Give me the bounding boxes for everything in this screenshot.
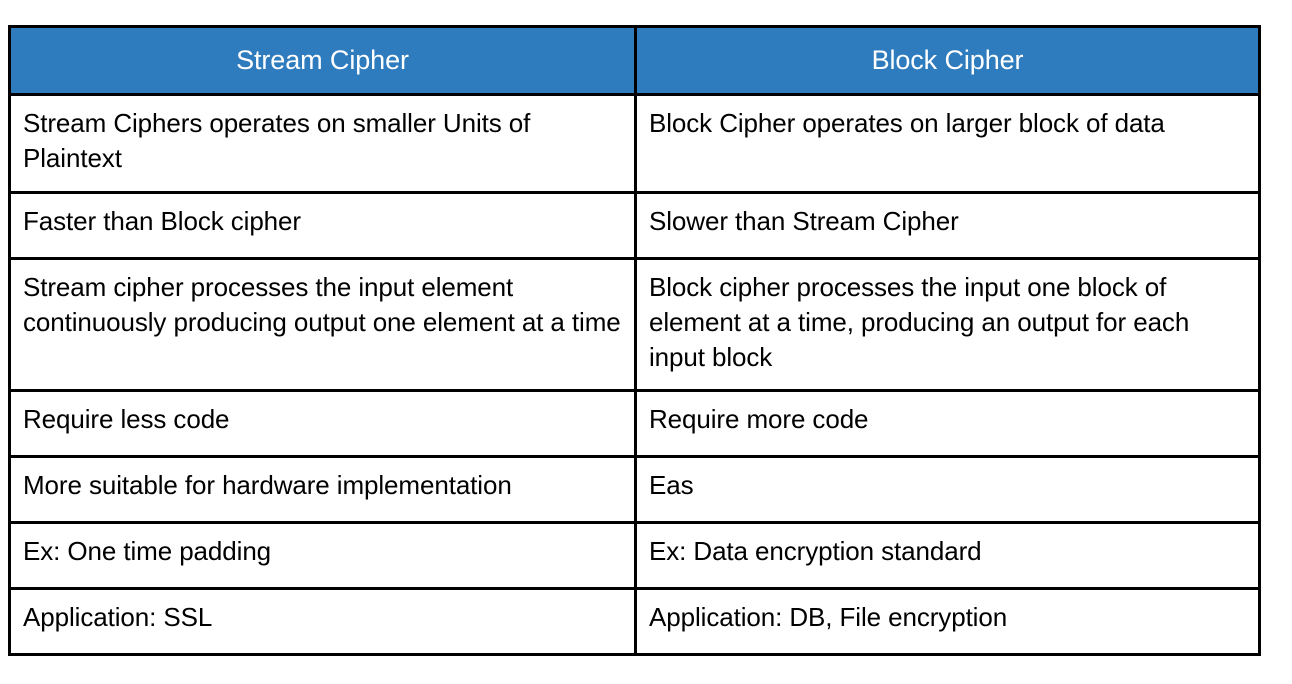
table-header: Stream Cipher Block Cipher	[8, 25, 1261, 96]
table-row: Stream cipher processes the input elemen…	[8, 257, 1261, 392]
cell-block-cipher: Application: DB, File encryption	[634, 587, 1261, 656]
table-header-row: Stream Cipher Block Cipher	[8, 25, 1261, 96]
table-row: More suitable for hardware implementatio…	[8, 455, 1261, 524]
cell-stream-cipher: Stream Ciphers operates on smaller Units…	[8, 93, 637, 194]
cell-block-cipher: Eas	[634, 455, 1261, 524]
column-header-block-cipher: Block Cipher	[634, 25, 1261, 96]
table-row: Stream Ciphers operates on smaller Units…	[8, 93, 1261, 194]
comparison-table-container: Stream Cipher Block Cipher Stream Cipher…	[8, 25, 1261, 656]
cell-block-cipher: Block Cipher operates on larger block of…	[634, 93, 1261, 194]
table-row: Application: SSL Application: DB, File e…	[8, 587, 1261, 656]
cell-block-cipher: Ex: Data encryption standard	[634, 521, 1261, 590]
cell-stream-cipher: More suitable for hardware implementatio…	[8, 455, 637, 524]
table-row: Ex: One time padding Ex: Data encryption…	[8, 521, 1261, 590]
comparison-table: Stream Cipher Block Cipher Stream Cipher…	[8, 25, 1261, 656]
cell-stream-cipher: Faster than Block cipher	[8, 191, 637, 260]
cell-block-cipher: Slower than Stream Cipher	[634, 191, 1261, 260]
cell-block-cipher: Require more code	[634, 389, 1261, 458]
table-row: Faster than Block cipher Slower than Str…	[8, 191, 1261, 260]
cell-stream-cipher: Ex: One time padding	[8, 521, 637, 590]
cell-block-cipher: Block cipher processes the input one blo…	[634, 257, 1261, 392]
cell-stream-cipher: Require less code	[8, 389, 637, 458]
cell-stream-cipher: Stream cipher processes the input elemen…	[8, 257, 637, 392]
column-header-stream-cipher: Stream Cipher	[8, 25, 637, 96]
table-row: Require less code Require more code	[8, 389, 1261, 458]
cell-stream-cipher: Application: SSL	[8, 587, 637, 656]
table-body: Stream Ciphers operates on smaller Units…	[8, 93, 1261, 656]
